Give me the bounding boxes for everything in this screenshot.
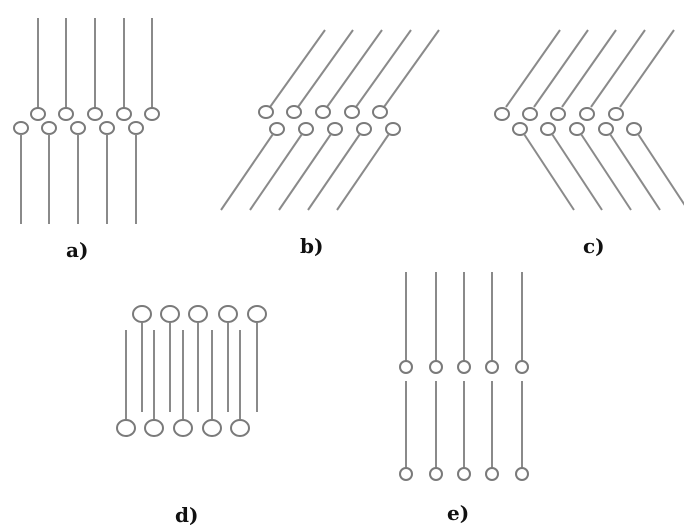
panel-b-lower-tail <box>336 133 390 211</box>
panel-d-bottom-head <box>230 419 250 437</box>
panel-c-lower-head <box>540 122 556 136</box>
panel-b-upper-head <box>315 105 331 119</box>
panel-a-upper-head <box>116 107 132 121</box>
panel-e-bottom-head <box>485 467 499 481</box>
panel-d-top-head <box>160 305 180 323</box>
panel-c-upper-head <box>579 107 595 121</box>
panel-b-upper-head <box>286 105 302 119</box>
panel-c-lower-head <box>626 122 642 136</box>
panel-c-lower-tail <box>551 133 603 211</box>
panel-a-lower-head <box>99 121 115 135</box>
panel-b-upper-tail <box>383 29 440 108</box>
panel-a-lower-head <box>13 121 29 135</box>
panel-b-lower-head <box>385 122 401 136</box>
panel-b-upper-head <box>258 105 274 119</box>
panel-e-middle-head <box>399 360 413 374</box>
panel-b-upper-tail <box>355 29 412 108</box>
panel-c-upper-tail <box>505 29 561 108</box>
panel-d-label: d) <box>175 503 199 527</box>
panel-c-label: c) <box>583 234 605 258</box>
panel-c-lower-tail <box>637 133 684 206</box>
panel-a-upper-head <box>30 107 46 121</box>
panel-a-lower-head <box>128 121 144 135</box>
panel-c-lower-head <box>598 122 614 136</box>
panel-d-top-head <box>247 305 267 323</box>
panel-b-lower-tail <box>249 133 303 211</box>
panel-a-upper-head <box>87 107 103 121</box>
panel-c-lower-head <box>569 122 585 136</box>
panel-b-lower-head <box>298 122 314 136</box>
panel-e-bottom-head <box>457 467 471 481</box>
panel-e-bottom-head <box>429 467 443 481</box>
panel-d-bottom-head <box>173 419 193 437</box>
panel-c-lower-tail <box>609 133 661 211</box>
panel-c-lower-tail <box>580 133 632 211</box>
panel-c-upper-head <box>522 107 538 121</box>
panel-b-lower-head <box>327 122 343 136</box>
panel-d-bottom-head <box>144 419 164 437</box>
panel-e-middle-head <box>429 360 443 374</box>
panel-a-label: a) <box>66 238 89 262</box>
panel-b-upper-tail <box>269 29 326 108</box>
panel-e-label: e) <box>447 501 470 525</box>
panel-a-upper-head <box>58 107 74 121</box>
panel-b-upper-head <box>344 105 360 119</box>
panel-c-upper-tail <box>533 29 589 108</box>
panel-b-lower-tail <box>220 133 274 211</box>
panel-d-top-head <box>132 305 152 323</box>
panel-c-upper-head <box>494 107 510 121</box>
panel-b-lower-head <box>356 122 372 136</box>
panel-c-upper-tail <box>590 29 646 108</box>
panel-d-top-head <box>188 305 208 323</box>
panel-c-lower-tail <box>523 133 575 211</box>
panel-c-upper-tail <box>561 29 617 108</box>
panel-b-label: b) <box>300 234 324 258</box>
panel-b-upper-tail <box>326 29 383 108</box>
panel-d-top-head <box>218 305 238 323</box>
panel-e-middle-head <box>457 360 471 374</box>
panel-a-lower-head <box>70 121 86 135</box>
panel-c-upper-head <box>550 107 566 121</box>
panel-d-bottom-head <box>116 419 136 437</box>
panel-e-bottom-head <box>515 467 529 481</box>
panel-b-lower-tail <box>307 133 361 211</box>
panel-c-lower-head <box>512 122 528 136</box>
panel-c-upper-head <box>608 107 624 121</box>
panel-b-upper-tail <box>297 29 354 108</box>
panel-e-middle-head <box>485 360 499 374</box>
panel-e-bottom-head <box>399 467 413 481</box>
panel-b-lower-head <box>269 122 285 136</box>
panel-d-bottom-head <box>202 419 222 437</box>
panel-a-upper-head <box>144 107 160 121</box>
panel-c-upper-tail <box>619 29 675 108</box>
panel-a-lower-head <box>41 121 57 135</box>
panel-e-middle-head <box>515 360 529 374</box>
panel-b-upper-head <box>372 105 388 119</box>
panel-b-lower-tail <box>278 133 332 211</box>
